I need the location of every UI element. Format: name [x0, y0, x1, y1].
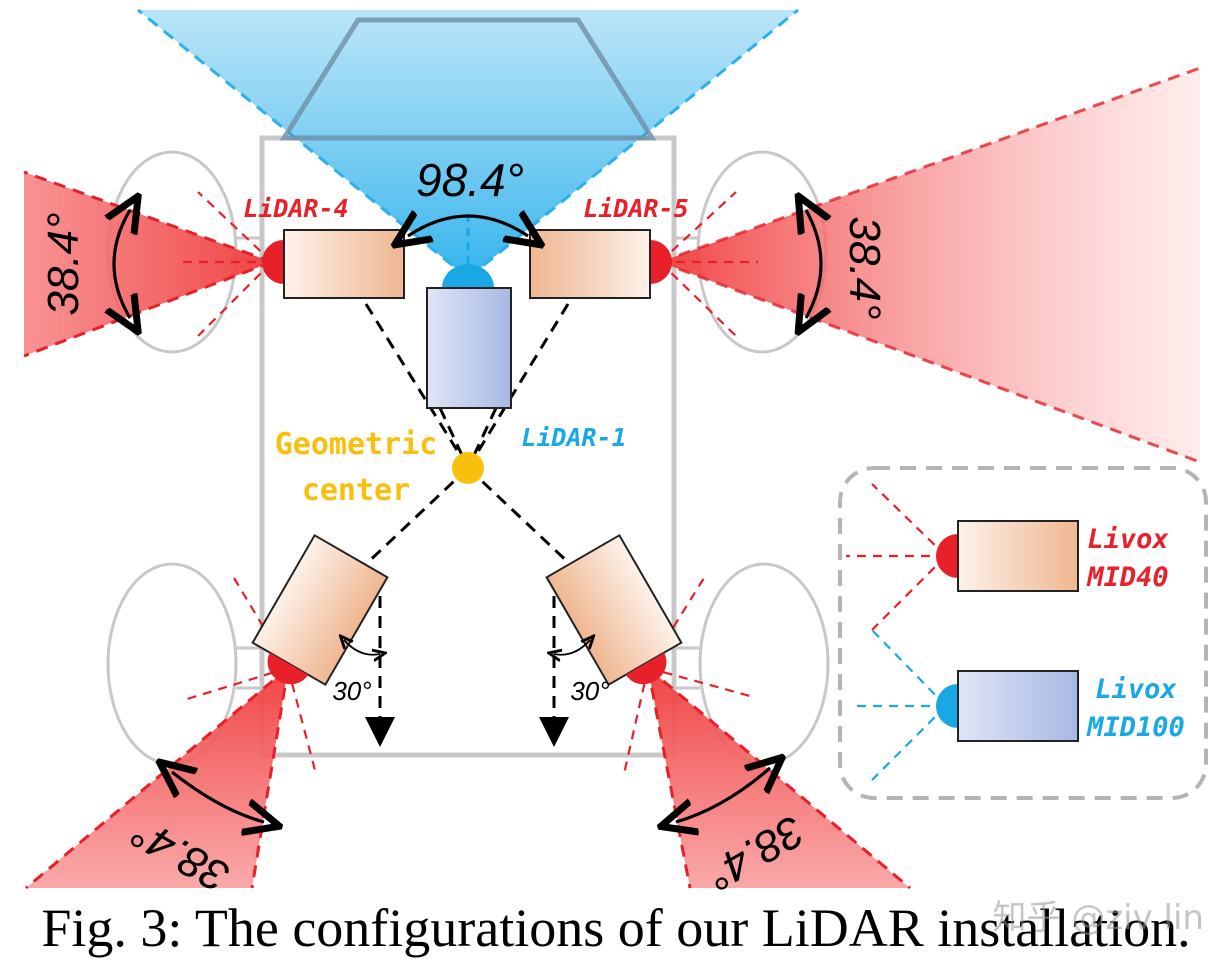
lidar-configuration-diagram: 98.4° 38.4° 38.4° 38.4° 38.4° 30° 30° Li… [23, 8, 1208, 890]
watermark: 知乎 @ziv lin [992, 898, 1204, 938]
fov-front-label: 98.4° [416, 154, 524, 206]
legend-mid40-label-line2: MID40 [1086, 562, 1168, 593]
fov-cone-lidar5 [660, 68, 1200, 462]
lidar1-label: LiDAR-1 [521, 423, 626, 452]
angle-right-label: 30° [570, 676, 609, 706]
geometric-center-dot [452, 452, 484, 484]
vehicle-windshield [279, 17, 657, 141]
rear-left-mid40-sensor [251, 533, 389, 687]
geometric-center-label-line1: Geometric [275, 427, 438, 462]
lidar4-sensor [262, 229, 405, 299]
rotation-angle-arcs [344, 640, 590, 655]
legend-mid40-label-line1: Livox [1087, 524, 1169, 555]
figure-caption: Fig. 3: The configurations of our LiDAR … [41, 898, 1191, 958]
lidar5-sensor [529, 229, 672, 299]
lidar4-label: LiDAR-4 [243, 194, 348, 223]
legend-mid100-icon [850, 629, 947, 781]
legend-mid40-icon [846, 483, 947, 631]
lidar1-sensor [426, 264, 512, 409]
rear-right-mid40-sensor [545, 533, 683, 687]
fov-side-right-label: 38.4° [840, 216, 889, 319]
legend: Livox MID40 Livox MID100 [838, 466, 1208, 800]
legend-mid100-label-line2: MID100 [1086, 712, 1185, 743]
fov-arcs [114, 210, 821, 822]
legend-mid100-label-line1: Livox [1095, 674, 1177, 705]
mid40-auxiliary-lines [176, 191, 758, 775]
legend-frame [838, 466, 1208, 800]
fov-side-left-label: 38.4° [39, 212, 88, 315]
geometric-center-label-line2: center [302, 473, 410, 508]
center-dashed-lines [362, 303, 574, 747]
fov-cone-lidar4 [24, 172, 272, 356]
angle-left-label: 30° [332, 676, 371, 706]
lidar5-label: LiDAR-5 [583, 194, 688, 223]
fov-cone-lidar1 [138, 10, 798, 278]
